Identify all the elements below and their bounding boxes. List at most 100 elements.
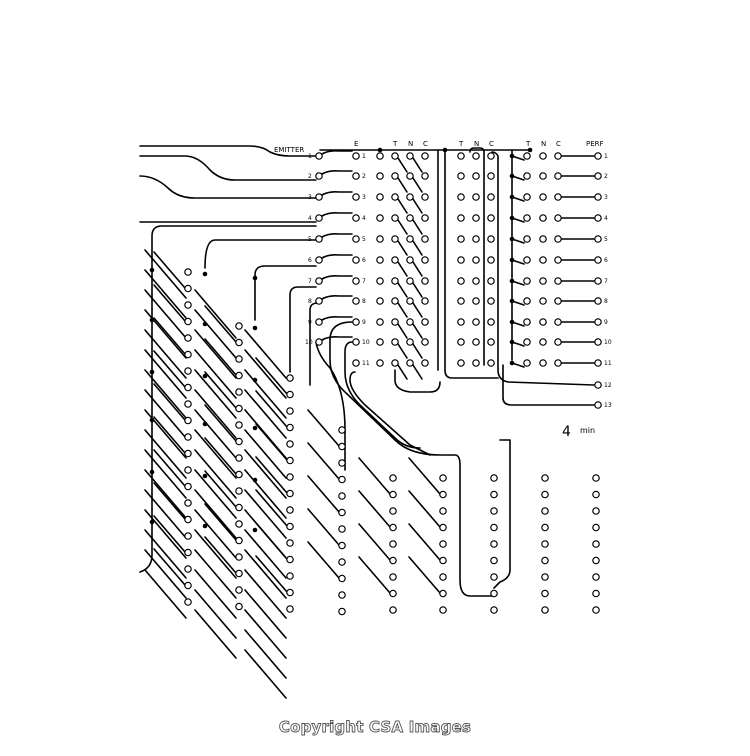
grid-terminal-c7 bbox=[541, 606, 549, 614]
tnc-b-terminal bbox=[457, 318, 465, 326]
diag-wire bbox=[244, 509, 287, 559]
diag-wire bbox=[144, 489, 187, 539]
grid-terminal-c4 bbox=[389, 540, 397, 548]
grid-terminal-c5 bbox=[439, 490, 447, 499]
input-1 bbox=[139, 145, 317, 157]
grid-terminal-c1 bbox=[235, 355, 243, 363]
input-7 bbox=[289, 286, 317, 373]
junction-dot bbox=[202, 421, 208, 427]
diag-wire bbox=[194, 369, 237, 419]
junction-dot bbox=[149, 519, 155, 525]
tnc-b-terminal bbox=[487, 235, 495, 243]
diag-wire bbox=[194, 389, 237, 439]
grid-diagonal bbox=[307, 541, 340, 579]
grid-terminal-c1 bbox=[235, 536, 243, 545]
tnc-a-terminal bbox=[391, 277, 399, 285]
common-terminal bbox=[376, 235, 384, 243]
grid-terminal-c3 bbox=[338, 574, 346, 583]
grid-terminal-c8 bbox=[592, 507, 600, 515]
junction-dot bbox=[149, 469, 155, 475]
grid-terminal-c1 bbox=[235, 470, 243, 479]
row-number-labels: 1234567891012345678910111234567891011121… bbox=[305, 153, 612, 409]
stub bbox=[511, 259, 525, 265]
tnc-b-terminal bbox=[487, 172, 495, 180]
diag-wire bbox=[194, 309, 237, 359]
diag-wire bbox=[244, 389, 287, 439]
emitter-row-label-6: 6 bbox=[308, 257, 312, 264]
grid-terminal-c8 bbox=[592, 589, 600, 598]
tnc-c-terminal bbox=[523, 235, 531, 243]
grid-terminal-c1 bbox=[235, 586, 243, 594]
diag-wire bbox=[194, 509, 237, 559]
grid-diagonal bbox=[408, 556, 441, 594]
diag-link bbox=[412, 302, 423, 318]
diag-link bbox=[397, 364, 408, 380]
grid-terminal-c0 bbox=[184, 581, 192, 590]
e-row-label-7: 7 bbox=[362, 278, 366, 285]
tnc-a-terminal bbox=[421, 152, 429, 160]
t-column-label-1: T bbox=[392, 140, 398, 148]
emitter-terminal-4 bbox=[315, 214, 323, 222]
grid-diagonal bbox=[204, 470, 237, 508]
grid-terminal-c2 bbox=[286, 572, 294, 580]
grid-diagonal bbox=[307, 442, 340, 480]
e-row-label-10: 10 bbox=[362, 339, 370, 346]
grid-terminal-c6 bbox=[490, 507, 498, 515]
tnc-c-terminal bbox=[554, 172, 562, 180]
tnc-c-terminal bbox=[539, 297, 547, 305]
diag-wire bbox=[244, 349, 287, 399]
tnc-a-terminal bbox=[406, 193, 414, 201]
grid-terminal-c0 bbox=[184, 499, 192, 507]
tnc-c-terminal bbox=[523, 338, 531, 346]
grid-diagonal bbox=[153, 449, 186, 487]
grid-terminal-c6 bbox=[490, 540, 498, 548]
tnc-a-terminal bbox=[391, 172, 399, 180]
grid-terminal-c2 bbox=[286, 588, 294, 597]
emitter-terminal-10 bbox=[315, 338, 323, 346]
grid-terminal-c0 bbox=[184, 598, 192, 606]
grid-terminal-c1 bbox=[235, 388, 243, 396]
e-row-label-9: 9 bbox=[362, 319, 366, 326]
grid-terminal-c4 bbox=[389, 556, 397, 565]
common-terminal bbox=[376, 318, 384, 326]
grid-terminal-c6 bbox=[490, 523, 498, 532]
grid-terminal-c0 bbox=[184, 515, 192, 524]
junction-dot bbox=[202, 321, 208, 327]
input-5 bbox=[204, 239, 317, 269]
diag-wire bbox=[194, 589, 237, 639]
tnc-b-terminal bbox=[487, 338, 495, 346]
stub bbox=[511, 238, 525, 244]
diag-wire bbox=[144, 529, 187, 579]
grid-diagonal bbox=[358, 523, 391, 561]
diag-wire bbox=[144, 509, 187, 559]
grid-terminal-c0 bbox=[184, 565, 192, 573]
tnc-c-terminal bbox=[539, 318, 547, 326]
tnc-c-terminal bbox=[554, 193, 562, 201]
diag-wire bbox=[194, 409, 237, 459]
perf-row-label-10: 10 bbox=[604, 339, 612, 346]
grid-terminal-c2 bbox=[286, 374, 294, 382]
tnc-a-terminal bbox=[406, 277, 414, 285]
e-row-label-1: 1 bbox=[362, 153, 366, 160]
grid-terminal-c3 bbox=[338, 541, 346, 550]
common-terminal bbox=[376, 193, 384, 201]
emitter-link-3 bbox=[321, 191, 353, 196]
c-column-label-2: C bbox=[489, 140, 494, 148]
grid-terminal-c3 bbox=[338, 525, 346, 533]
t-column-label-3: T bbox=[525, 140, 531, 148]
diag-wire bbox=[244, 569, 287, 619]
tnc-b-terminal bbox=[487, 152, 495, 160]
stub bbox=[511, 280, 525, 286]
tnc-b-terminal bbox=[457, 152, 465, 160]
input-bus-left bbox=[139, 225, 317, 573]
min-label: min bbox=[580, 426, 595, 435]
e-terminal-4 bbox=[352, 214, 360, 222]
grid-terminal-c0 bbox=[184, 268, 192, 276]
grid-terminal-c7 bbox=[541, 490, 549, 499]
tnc-c-terminal bbox=[539, 172, 547, 180]
e-row-label-3: 3 bbox=[362, 194, 366, 201]
grid-diagonal bbox=[153, 383, 186, 421]
grid-terminal-c1 bbox=[235, 371, 243, 380]
tnc-c-terminal bbox=[554, 277, 562, 285]
stub bbox=[511, 321, 525, 327]
